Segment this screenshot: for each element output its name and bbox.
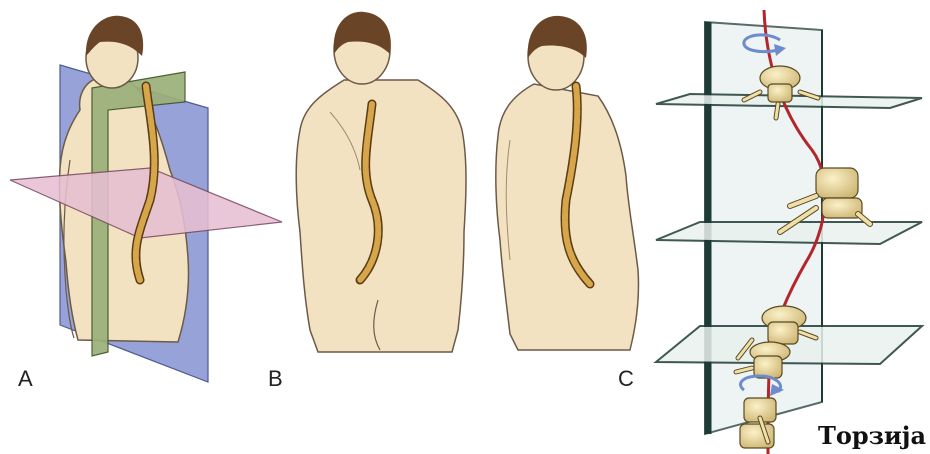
panel-a-label: A	[18, 366, 33, 391]
panel-c-label: C	[618, 366, 634, 391]
torsion-figure	[656, 10, 922, 454]
panel-a-figure	[10, 16, 282, 382]
panel-b-figure	[296, 12, 466, 352]
torsion-caption: Торзија	[818, 421, 926, 450]
panel-c-figure	[496, 16, 639, 350]
panel-b-label: B	[268, 366, 283, 391]
